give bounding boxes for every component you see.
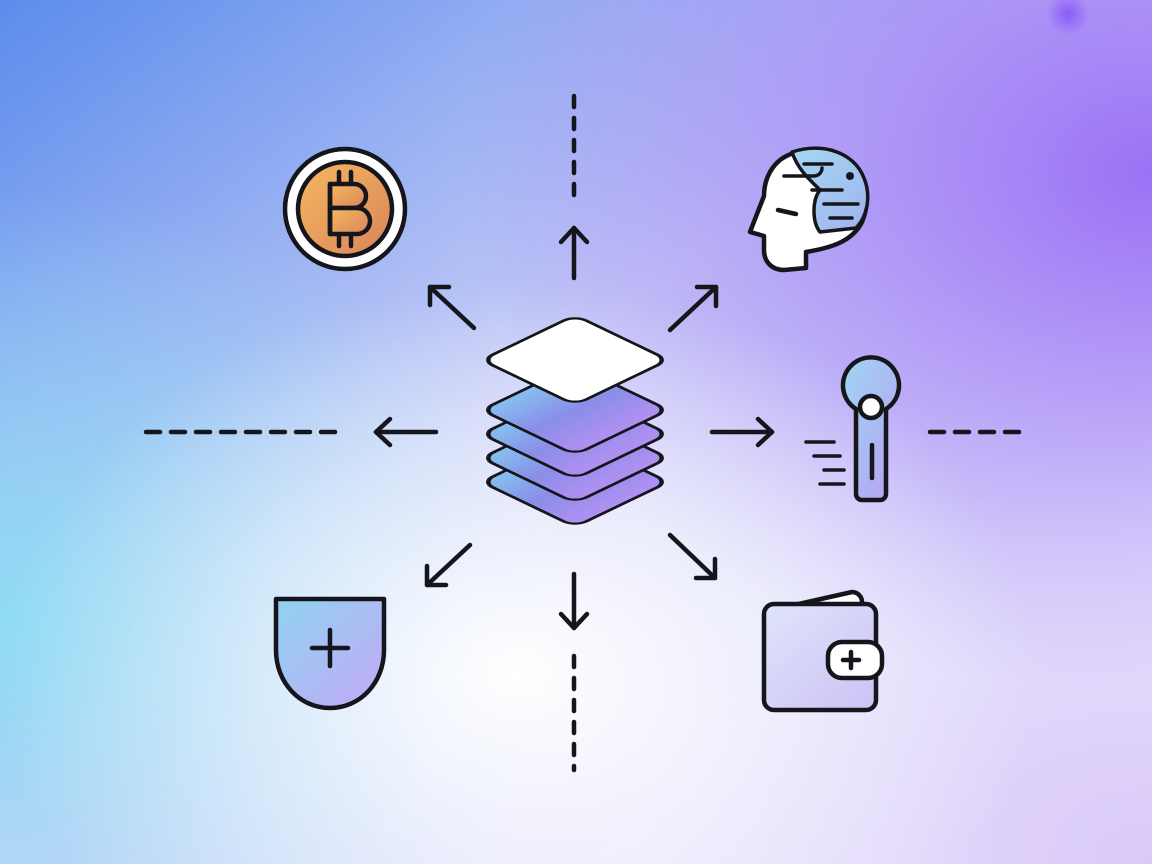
wallet-plus-icon (761, 589, 885, 713)
key-icon (804, 355, 902, 503)
arrow-down-left (424, 542, 473, 588)
arrow-right (709, 416, 775, 448)
shield-plus-icon (273, 596, 387, 711)
arrow-up-left (427, 284, 477, 331)
arrow-down-right (667, 532, 718, 581)
accent-dot (1046, 0, 1090, 36)
arrow-down (558, 571, 590, 631)
stacked-layers-icon (486, 317, 664, 525)
arrow-up (558, 225, 590, 281)
ai-head-icon (747, 146, 870, 273)
arrow-up-right (667, 284, 719, 333)
arrow-left (373, 416, 439, 448)
bitcoin-coin-icon (282, 146, 408, 272)
